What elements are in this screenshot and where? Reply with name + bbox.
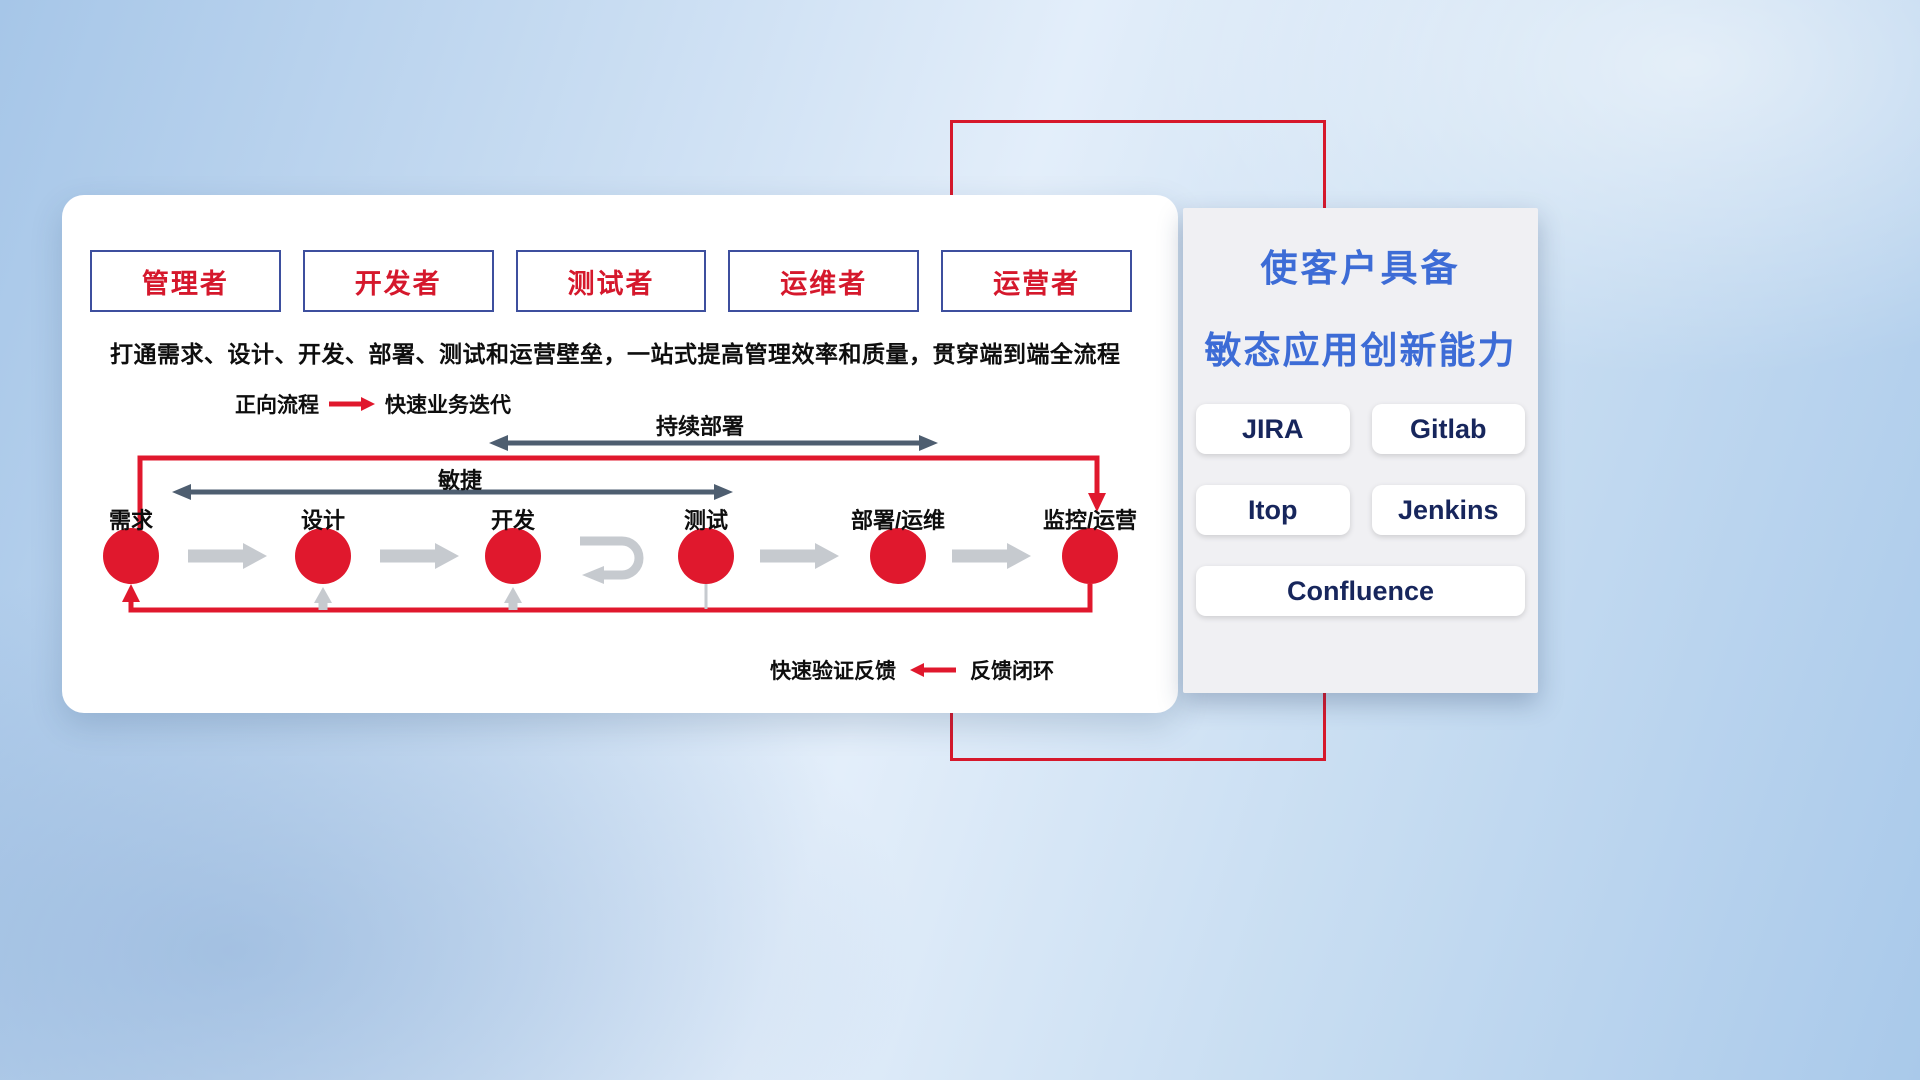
role-box-operator: 运营者	[941, 250, 1132, 312]
node-label-test: 测试	[683, 508, 729, 533]
flow-step-arrows	[188, 543, 1031, 569]
node-deploy-ops	[870, 528, 926, 584]
agile-span-label: 敏捷	[437, 468, 483, 493]
feedback-up-arrows	[314, 584, 708, 610]
role-label: 测试者	[567, 268, 655, 299]
flow-node-circles	[103, 528, 1118, 584]
feedback-arrow-icon	[910, 663, 956, 677]
legend-feedback-label: 反馈闭环	[970, 660, 1054, 683]
tool-chip-gitlab: Gitlab	[1371, 404, 1525, 454]
forward-arrow-icon	[329, 397, 375, 411]
flow-diagram	[103, 435, 1118, 613]
legend-forward: 正向流程 快速业务迭代	[235, 389, 511, 419]
roles-row: 管理者 开发者 测试者 运维者 运营者	[90, 250, 1132, 312]
node-requirement	[103, 528, 159, 584]
agile-span-arrow	[172, 484, 733, 500]
forward-loop-line	[137, 455, 1106, 528]
node-label-deploy-ops: 部署/运维	[850, 508, 946, 533]
role-label: 开发者	[354, 268, 442, 299]
node-monitor-op	[1062, 528, 1118, 584]
node-label-requirement: 需求	[108, 508, 154, 533]
role-box-developer: 开发者	[302, 250, 494, 312]
node-label-design: 设计	[300, 508, 346, 533]
tool-chip-confluence: Confluence	[1196, 566, 1525, 616]
panel-title-line2: 敏态应用创新能力	[1204, 330, 1517, 371]
role-box-ops: 运维者	[728, 250, 920, 312]
iteration-loop-icon	[580, 536, 644, 584]
legend-feedback-value: 快速验证反馈	[770, 660, 896, 683]
node-develop	[485, 528, 541, 584]
legend-feedback: 快速验证反馈 反馈闭环	[770, 655, 1054, 685]
tool-chip-jenkins: Jenkins	[1371, 485, 1525, 535]
tools-panel: 使客户具备 敏态应用创新能力 JIRA Gitlab Itop Jenkins …	[1183, 208, 1538, 693]
role-box-manager: 管理者	[90, 250, 281, 312]
node-design	[295, 528, 351, 584]
tools-grid: JIRA Gitlab Itop Jenkins Confluence	[1196, 404, 1525, 616]
panel-title: 使客户具备 敏态应用创新能力	[1183, 238, 1538, 374]
legend-forward-value: 快速业务迭代	[385, 394, 511, 417]
deploy-span-arrow	[489, 435, 938, 451]
tool-chip-itop: Itop	[1196, 485, 1350, 535]
role-label: 管理者	[141, 268, 229, 299]
node-label-develop: 开发	[490, 508, 536, 533]
role-label: 运营者	[993, 268, 1081, 299]
node-test	[678, 528, 734, 584]
tool-chip-jira: JIRA	[1196, 404, 1350, 454]
legend-forward-label: 正向流程	[235, 394, 319, 417]
feedback-loop-line	[122, 584, 1093, 613]
node-label-monitor-op: 监控/运营	[1042, 508, 1138, 533]
role-box-tester: 测试者	[515, 250, 707, 312]
panel-title-line1: 使客户具备	[1260, 248, 1461, 289]
role-label: 运维者	[780, 268, 868, 299]
workflow-card: 管理者 开发者 测试者 运维者 运营者 打通需求、设计、开发、部署、测试和运营壁…	[62, 195, 1178, 713]
deploy-span-label: 持续部署	[655, 414, 745, 439]
workflow-description: 打通需求、设计、开发、部署、测试和运营壁垒，一站式提高管理效率和质量，贯穿端到端…	[110, 341, 1121, 367]
